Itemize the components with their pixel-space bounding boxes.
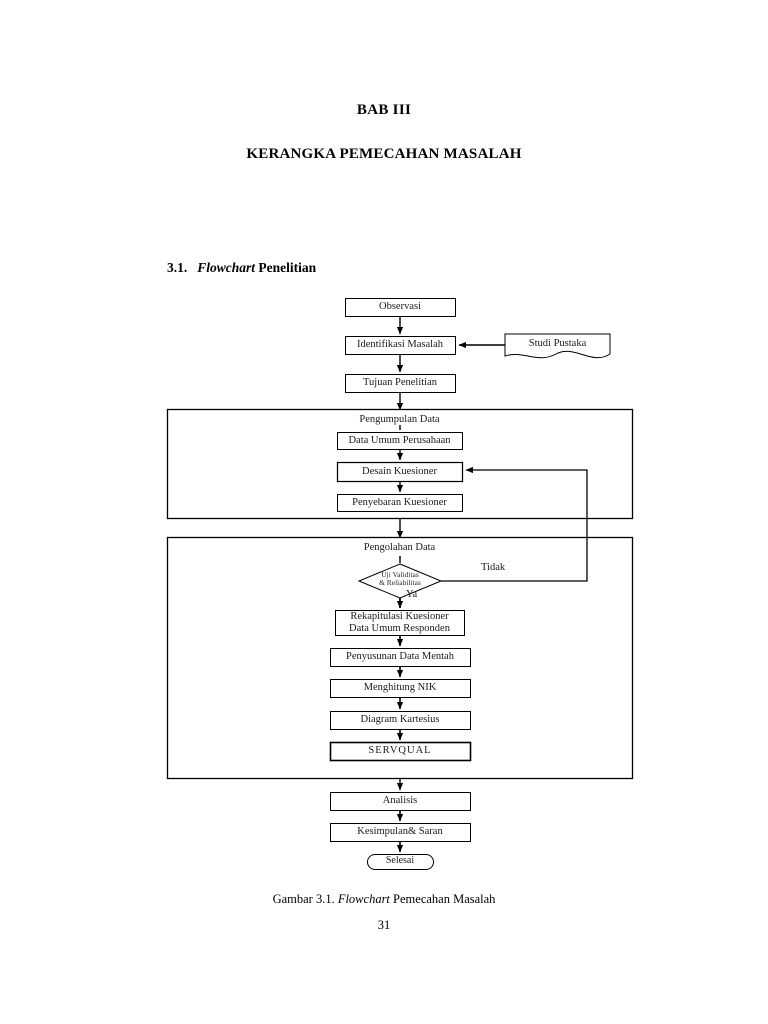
box-servqual bbox=[329, 741, 472, 762]
box-tujuan-penelitian bbox=[345, 374, 456, 393]
box-desain-kuesioner bbox=[336, 461, 464, 483]
document-studi-pustaka bbox=[504, 333, 611, 359]
box-data-umum-perusahaan bbox=[337, 432, 463, 450]
box-kesimpulan-saran bbox=[330, 823, 471, 842]
box-menghitung-nik bbox=[330, 679, 471, 698]
label-selesai: Selesai bbox=[385, 855, 415, 866]
label-uji-validitas-reliabilitas: Uji Validitas & Reliabilitas bbox=[379, 570, 421, 588]
box-analisis bbox=[330, 792, 471, 811]
label-edge-tidak: Tidak bbox=[481, 562, 506, 573]
page-number: 31 bbox=[377, 918, 391, 932]
chapter-heading: BAB III bbox=[356, 102, 412, 118]
figure-caption: Gambar 3.1. Flowchart Pemecahan Masalah bbox=[0, 892, 768, 907]
section-heading: 3.1. Flowchart Penelitian bbox=[167, 260, 316, 276]
box-rekapitulasi-kuesioner bbox=[335, 610, 465, 636]
box-penyebaran-kuesioner bbox=[337, 494, 463, 512]
box-penyusunan-data-mentah bbox=[330, 648, 471, 667]
caption-prefix: Gambar 3.1. bbox=[272, 892, 338, 906]
section-title-italic: Flowchart bbox=[197, 260, 256, 275]
label-pengumpulan-data: Pengumpulan Data bbox=[359, 414, 440, 425]
terminal-selesai bbox=[367, 854, 434, 870]
box-observasi bbox=[345, 298, 456, 317]
box-diagram-kartesius bbox=[330, 711, 471, 730]
caption-suffix: Pemecahan Masalah bbox=[389, 892, 496, 906]
caption-italic: Flowchart bbox=[337, 892, 390, 906]
label-edge-ya: Ya bbox=[406, 589, 418, 600]
section-title-rest: Penelitian bbox=[255, 260, 317, 275]
chapter-title: KERANGKA PEMECAHAN MASALAH bbox=[246, 146, 522, 162]
section-number: 3.1. bbox=[167, 260, 188, 275]
box-identifikasi-masalah bbox=[345, 336, 456, 355]
label-pengolahan-data: Pengolahan Data bbox=[363, 542, 436, 553]
feedback-loop-tidak bbox=[441, 466, 588, 582]
